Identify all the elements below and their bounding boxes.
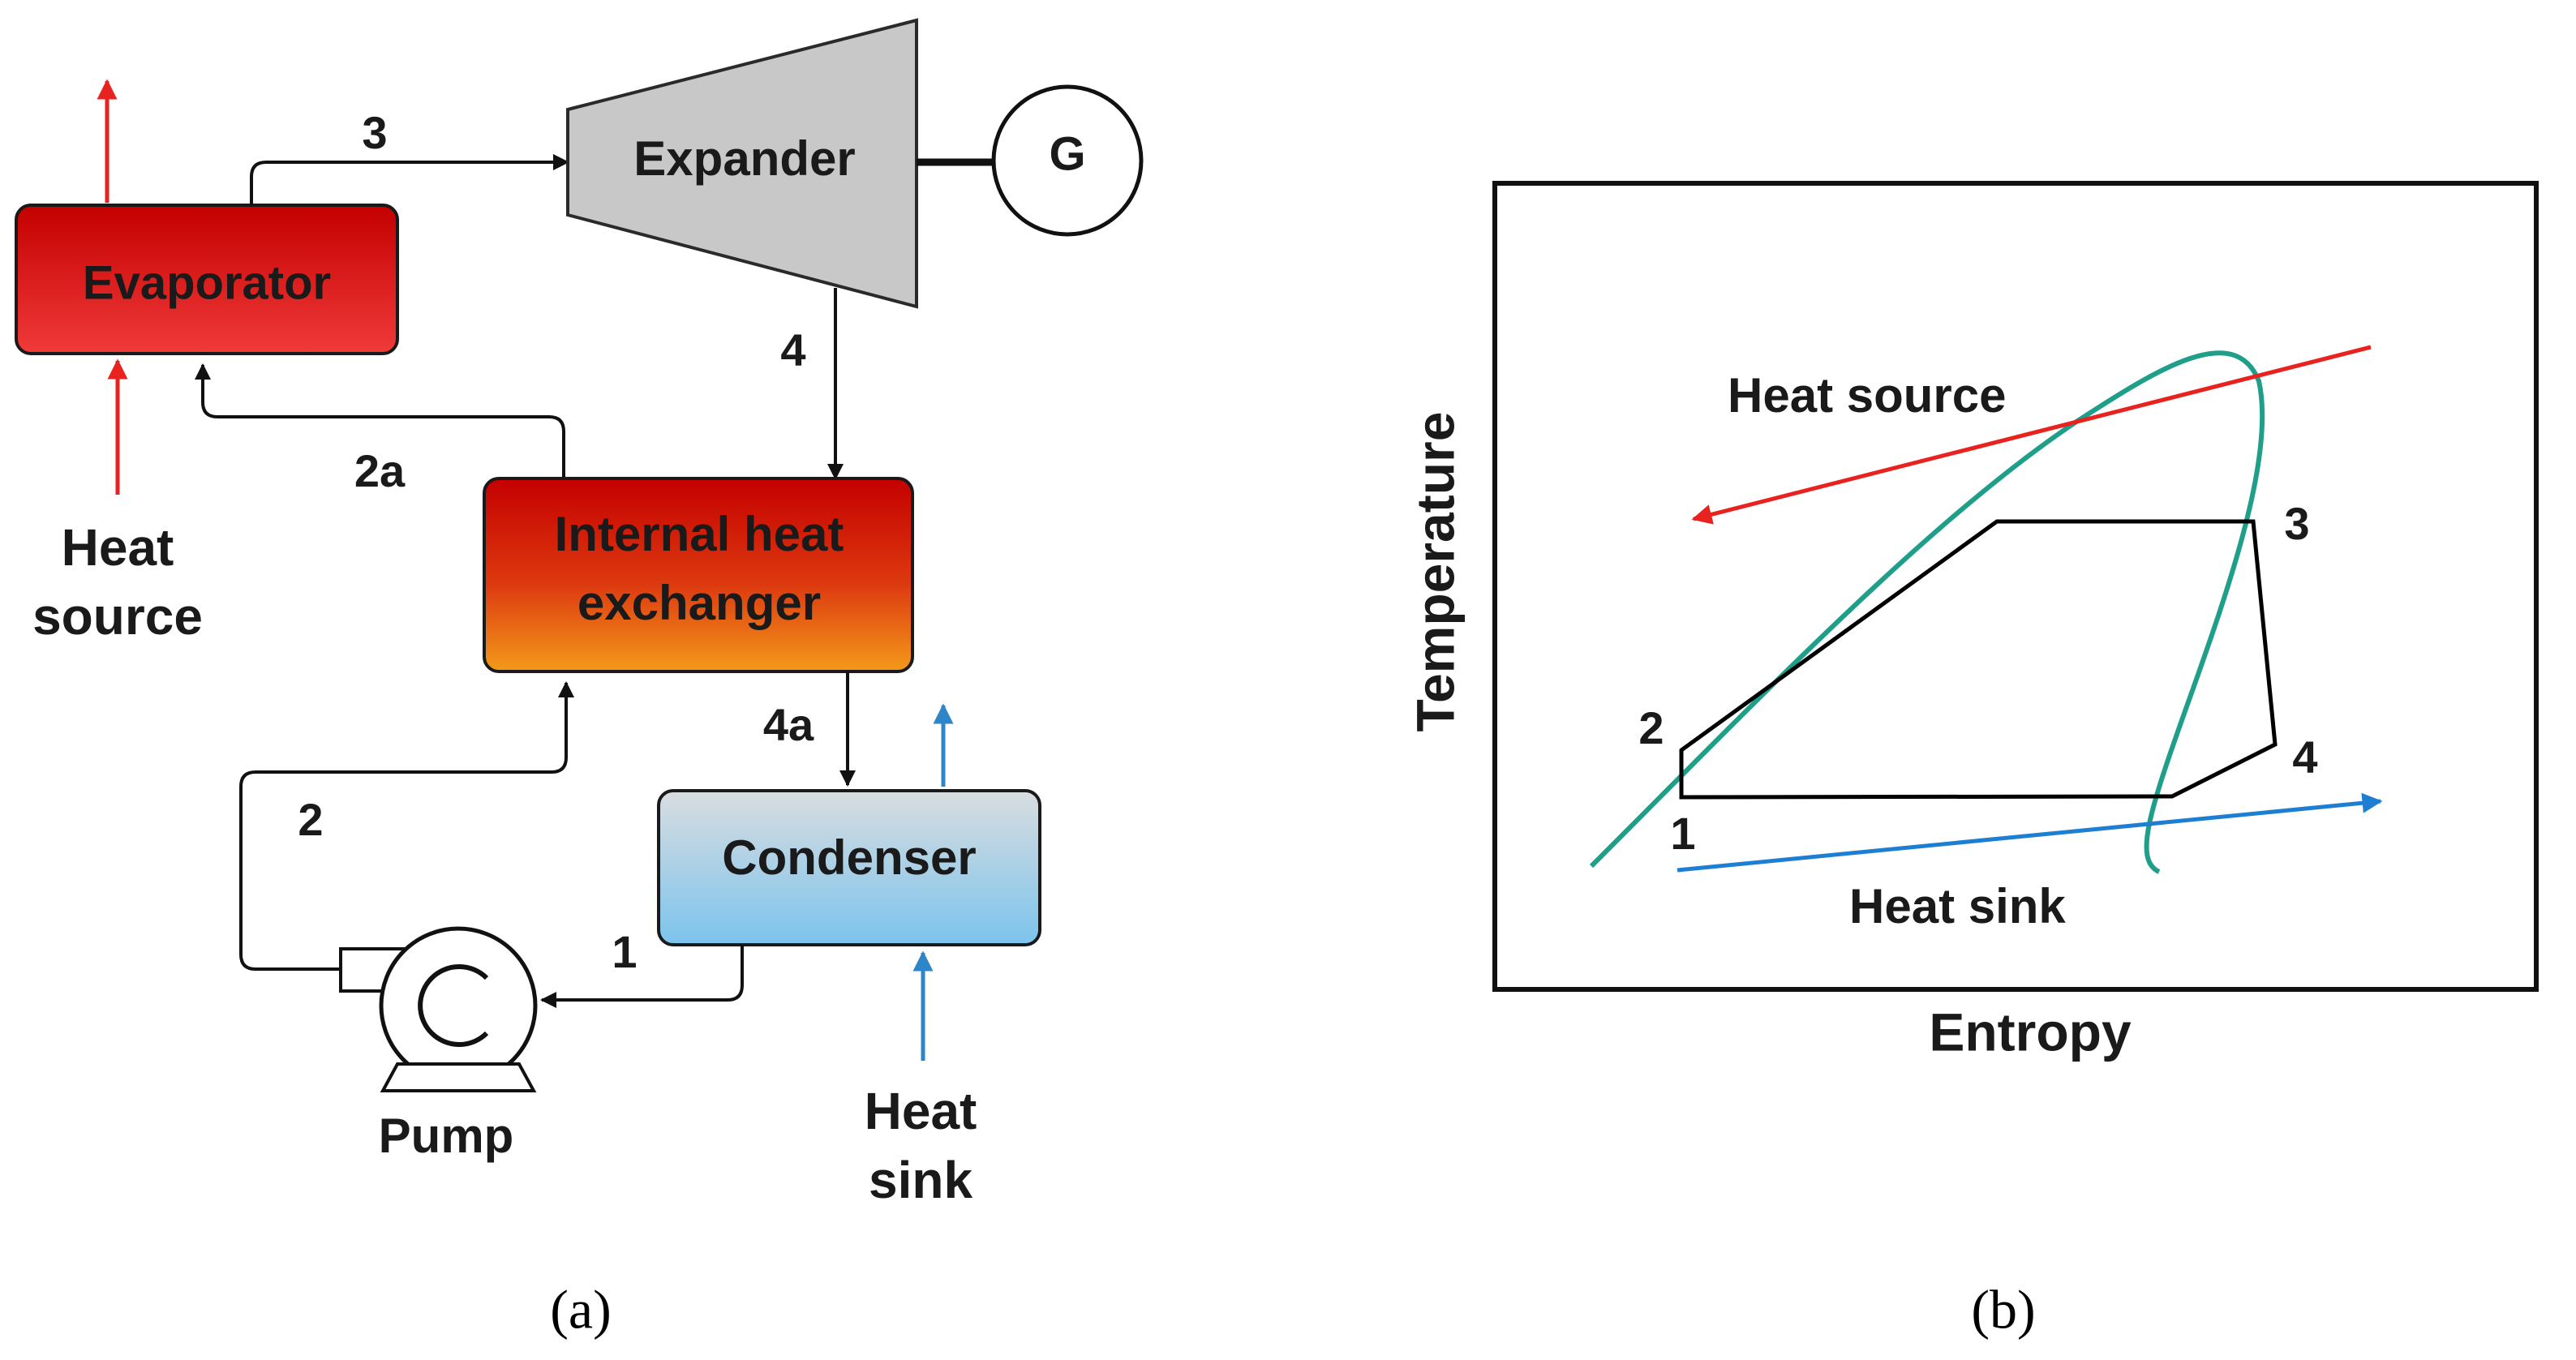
panel-b-ts-diagram: Heat source Heat sink 1 2 3 4 Entropy Te…	[1405, 181, 2539, 1341]
heat-sink-label-line2: sink	[869, 1151, 972, 1209]
point-label-1: 1	[1670, 808, 1695, 859]
state-label-4: 4	[780, 324, 805, 375]
heat-sink-line	[1677, 792, 2383, 873]
heat-sink-label: Heat sink	[1849, 879, 2066, 933]
pump-icon	[339, 926, 538, 1092]
point-label-3: 3	[2284, 498, 2309, 549]
heat-sink-label-line1: Heat	[865, 1082, 977, 1140]
state-label-1: 1	[612, 926, 637, 977]
y-axis-label: Temperature	[1405, 412, 1465, 732]
condenser-label: Condenser	[722, 830, 976, 885]
point-label-4: 4	[2292, 731, 2317, 783]
heat-source-label-line2: source	[32, 587, 203, 646]
condenser-block	[657, 789, 1041, 946]
heat-source-line	[1691, 345, 2372, 525]
heat-source-label-line1: Heat	[62, 518, 174, 577]
evaporator-label: Evaporator	[83, 256, 331, 309]
pump-label: Pump	[379, 1109, 514, 1163]
generator-circle	[991, 84, 1144, 237]
expander-block	[566, 18, 918, 309]
state-label-2: 2	[298, 794, 323, 845]
ihx-label-line1: Internal heat	[555, 507, 844, 561]
flow-line-3	[250, 154, 569, 205]
point-label-2: 2	[1638, 702, 1664, 753]
ts-plot-frame	[1492, 181, 2539, 992]
state-label-3: 3	[362, 107, 387, 158]
heat-source-label: Heat source	[1728, 368, 2006, 423]
caption-a: (a)	[550, 1279, 611, 1341]
flow-line-2	[239, 681, 574, 971]
saturation-dome-curve	[1589, 350, 2265, 874]
panel-a-schematic: Evaporator 3 Expander G 4 2a Internal he…	[15, 18, 1144, 1341]
caption-b: (b)	[1971, 1279, 2035, 1341]
state-label-4a: 4a	[763, 699, 814, 750]
state-label-2a: 2a	[354, 445, 406, 496]
flow-line-1	[540, 945, 744, 1008]
generator-label: G	[1049, 127, 1085, 180]
ihx-label-line2: exchanger	[577, 576, 821, 630]
flow-line-2a	[195, 363, 565, 478]
expander-label: Expander	[633, 131, 855, 186]
evaporator-block	[15, 204, 399, 355]
x-axis-label: Entropy	[1929, 1002, 2132, 1062]
internal-heat-exchanger-block	[483, 477, 914, 673]
orc-cycle-path	[1679, 519, 2278, 800]
